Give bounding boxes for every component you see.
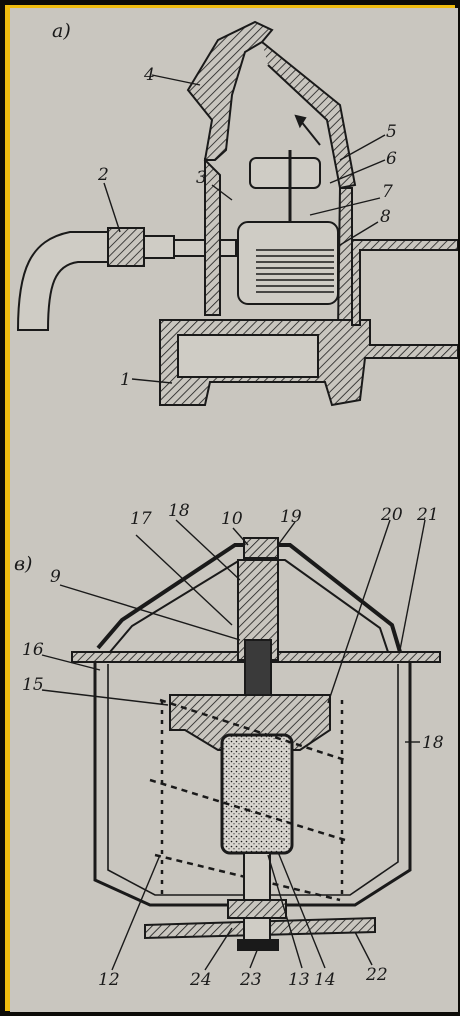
hose-nut xyxy=(107,227,145,267)
valve-cup xyxy=(249,157,321,189)
panel-b-drawing xyxy=(71,537,441,951)
callout-6: 6 xyxy=(386,149,397,169)
bottom-nut xyxy=(227,899,287,919)
callout-24: 24 xyxy=(189,970,212,990)
coolant-hose xyxy=(16,231,113,331)
panel-label-b: в) xyxy=(14,553,32,575)
rod-insert xyxy=(244,639,272,696)
callout-4: 4 xyxy=(143,65,155,85)
callout-22: 22 xyxy=(365,965,388,985)
callout-18-top: 18 xyxy=(168,501,190,521)
bellows-capsule xyxy=(237,221,339,305)
paper-sheet: а) в) 4 2 3 5 6 7 8 1 17 18 10 19 20 21 … xyxy=(10,8,458,1012)
callout-2: 2 xyxy=(97,165,109,185)
wax-capsule xyxy=(220,733,294,855)
panel-label-a: а) xyxy=(52,20,71,42)
housing-wall xyxy=(204,157,221,316)
callout-10: 10 xyxy=(221,509,243,529)
callout-9: 9 xyxy=(50,567,61,587)
callout-15: 15 xyxy=(22,675,44,695)
callout-12: 12 xyxy=(98,970,120,990)
flow-arrow xyxy=(299,119,321,146)
technical-drawing: а) в) 4 2 3 5 6 7 8 1 17 18 10 19 20 21 … xyxy=(14,20,458,990)
callout-14: 14 xyxy=(314,970,336,990)
callout-13: 13 xyxy=(288,970,310,990)
return-spring xyxy=(149,698,346,902)
callout-16: 16 xyxy=(22,640,44,660)
callout-1: 1 xyxy=(120,370,131,390)
callout-23: 23 xyxy=(239,970,262,990)
callout-19: 19 xyxy=(280,507,302,527)
top-screw xyxy=(243,537,279,559)
labels: а) в) 4 2 3 5 6 7 8 1 17 18 10 19 20 21 … xyxy=(14,20,444,990)
callout-5: 5 xyxy=(386,122,397,142)
panel-a-drawing xyxy=(16,20,458,407)
callout-3: 3 xyxy=(196,168,207,188)
outlet-neck xyxy=(186,20,274,161)
callout-18-right: 18 xyxy=(422,733,444,753)
callout-17: 17 xyxy=(130,509,152,529)
callout-21: 21 xyxy=(416,505,439,525)
callout-7: 7 xyxy=(382,182,393,202)
callout-8: 8 xyxy=(380,207,391,227)
bottom-stem xyxy=(243,852,271,944)
leader-lines xyxy=(41,74,426,971)
callout-20: 20 xyxy=(380,505,403,525)
